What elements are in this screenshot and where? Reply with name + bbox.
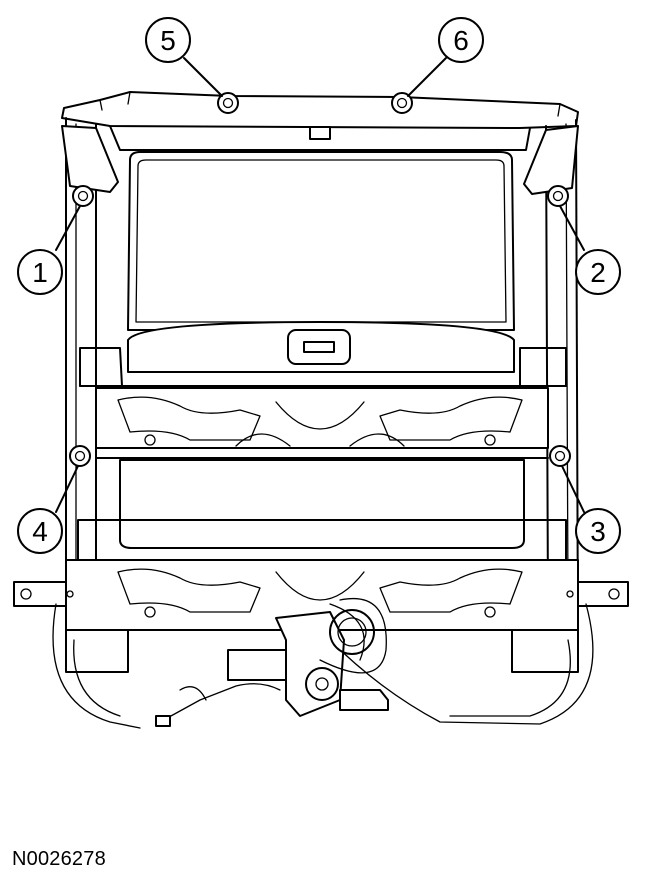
top-frame	[61, 91, 579, 151]
nut-6	[391, 92, 413, 114]
nut-1	[72, 185, 94, 207]
callout-4-label: 4	[32, 516, 48, 547]
callout-5-label: 5	[160, 25, 176, 56]
nut-2	[547, 185, 569, 207]
callout-4: 4	[17, 508, 63, 554]
bottom-blocks	[65, 629, 579, 673]
callout-2-label: 2	[590, 257, 606, 288]
wire-harness	[52, 603, 594, 729]
callout-5: 5	[145, 17, 191, 63]
upper-cross-panel	[79, 321, 567, 387]
callout-2: 2	[575, 249, 621, 295]
callout-3: 3	[575, 508, 621, 554]
callout-6-label: 6	[453, 25, 469, 56]
callout-3-label: 3	[590, 516, 606, 547]
figure-id: N0026278	[12, 848, 106, 870]
lower-bracket	[13, 559, 629, 631]
leader-lines	[55, 57, 585, 513]
upper-bracket	[95, 387, 549, 449]
display-window	[127, 151, 515, 331]
nut-3	[549, 445, 571, 467]
callout-1-label: 1	[32, 257, 48, 288]
nut-5	[217, 92, 239, 114]
fasteners	[69, 92, 571, 467]
callout-1: 1	[17, 249, 63, 295]
nut-4	[69, 445, 91, 467]
lower-window	[77, 457, 567, 561]
callout-6: 6	[438, 17, 484, 63]
actuator-assembly	[227, 598, 389, 717]
